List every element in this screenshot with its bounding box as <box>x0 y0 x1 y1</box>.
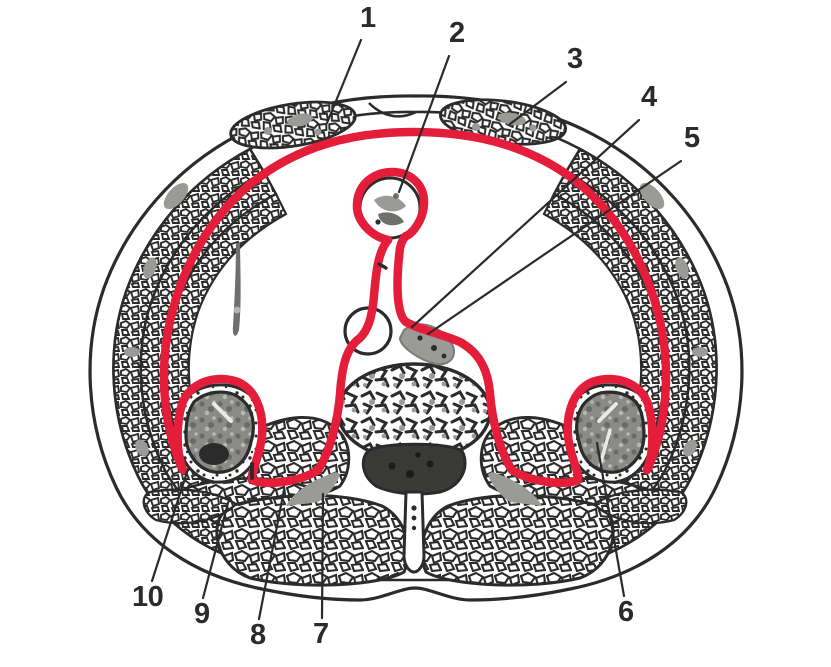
leader-line-3 <box>508 80 568 126</box>
leader-line-5 <box>426 159 683 336</box>
intestinal-loop-contents <box>374 193 406 226</box>
peritoneum-reflection-left-return <box>247 465 323 487</box>
posterior-compartment-group <box>142 362 688 587</box>
leader-line-8 <box>257 488 286 621</box>
label-number-4: 4 <box>641 81 657 113</box>
linea-alba <box>368 102 417 118</box>
kidney-left-hilum <box>199 402 233 465</box>
cauda-equina-marks <box>388 452 434 478</box>
mesentery-tick <box>377 262 388 270</box>
serosal-fold-dot <box>233 306 241 314</box>
spinous-process-marks <box>411 505 417 531</box>
label-number-5: 5 <box>684 122 700 154</box>
leader-line-2 <box>397 54 451 194</box>
latissimus-slip-right <box>592 488 688 525</box>
label-number-10: 10 <box>132 581 164 613</box>
label-number-3: 3 <box>567 43 583 75</box>
peritoneum-red-line <box>159 127 671 475</box>
peritoneum-bowel-serosa <box>352 167 429 245</box>
label-number-6: 6 <box>618 596 634 628</box>
label-number-1: 1 <box>360 2 376 34</box>
leader-line-6 <box>595 441 626 598</box>
latissimus-slip-left <box>142 488 238 525</box>
peritoneum-reflection-left <box>173 374 267 485</box>
peritoneum-reflection-right-return <box>507 465 583 487</box>
leader-line-10 <box>150 467 190 583</box>
transverse-processes <box>286 472 542 506</box>
spinal-canal <box>361 442 467 496</box>
spinous-process <box>402 490 426 574</box>
peritoneum-reflection-right <box>563 374 657 485</box>
label-number-9: 9 <box>194 598 210 630</box>
kidney-right-hilum <box>597 402 618 467</box>
kidney-right-group <box>565 383 654 484</box>
erector-spinae-right <box>420 494 615 587</box>
leader-line-4 <box>410 118 641 329</box>
leader-line-7 <box>320 492 325 620</box>
label-number-2: 2 <box>449 17 465 49</box>
kidney-left-group <box>176 383 265 484</box>
erector-spinae-left <box>215 494 410 587</box>
label-number-8: 8 <box>250 619 266 651</box>
leader-line-9 <box>201 501 230 600</box>
rectus-abdominis-left <box>229 100 357 150</box>
leader-lines-group <box>150 38 683 621</box>
leader-line-1 <box>325 38 363 125</box>
peritoneum-central-reflection <box>313 235 393 475</box>
peritoneum-central-reflection-right <box>393 231 517 475</box>
label-number-7: 7 <box>313 618 329 650</box>
